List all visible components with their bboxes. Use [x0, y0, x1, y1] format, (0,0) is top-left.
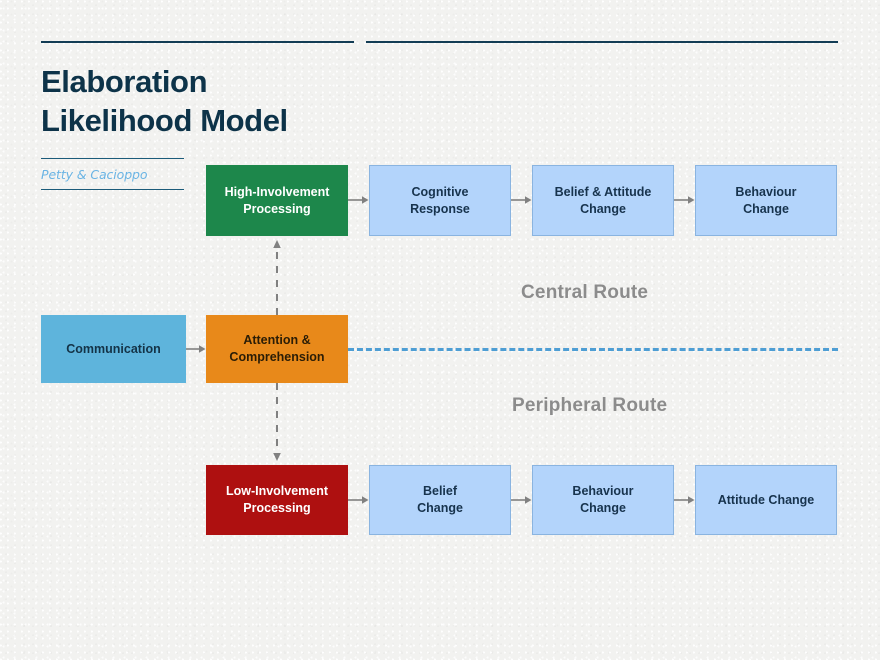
subtitle-rule-bottom	[41, 189, 184, 190]
node-belief-attitude-change[interactable]: Belief & Attitude Change	[532, 165, 674, 236]
subtitle-rule-top	[41, 158, 184, 159]
node-attention-comprehension[interactable]: Attention & Comprehension	[206, 315, 348, 383]
title-block: Elaboration Likelihood Model	[41, 62, 371, 140]
node-low-involvement-processing[interactable]: Low-Involvement Processing	[206, 465, 348, 535]
node-belief-change[interactable]: Belief Change	[369, 465, 511, 535]
arrow-high-involvement-to-cognitive-response	[348, 194, 369, 206]
arrow-behaviour-change-to-attitude-change	[674, 494, 695, 506]
arrow-belief-attitude-change-to-behaviour-change	[674, 194, 695, 206]
node-behaviour-change-peripheral[interactable]: Behaviour Change	[532, 465, 674, 535]
route-divider-line	[348, 348, 838, 351]
subtitle-authors: Petty & Cacioppo	[41, 167, 148, 182]
node-cognitive-response[interactable]: Cognitive Response	[369, 165, 511, 236]
arrow-belief-change-to-behaviour-change	[511, 494, 532, 506]
node-communication[interactable]: Communication	[41, 315, 186, 383]
header-rule-left	[41, 41, 354, 43]
node-attitude-change[interactable]: Attitude Change	[695, 465, 837, 535]
arrow-communication-to-attention-comprehension	[186, 343, 206, 355]
node-high-involvement-processing[interactable]: High-Involvement Processing	[206, 165, 348, 236]
header-rule-right	[366, 41, 838, 43]
arrow-attention-comprehension-to-low-involvement	[271, 383, 283, 465]
arrow-attention-comprehension-to-high-involvement	[271, 236, 283, 315]
subtitle-block: Petty & Cacioppo	[41, 158, 184, 190]
arrow-low-involvement-to-belief-change	[348, 494, 369, 506]
arrow-cognitive-response-to-belief-attitude-change	[511, 194, 532, 206]
peripheral-route-label: Peripheral Route	[512, 395, 668, 416]
node-behaviour-change-central[interactable]: Behaviour Change	[695, 165, 837, 236]
central-route-label: Central Route	[521, 282, 649, 303]
page-title: Elaboration Likelihood Model	[41, 64, 288, 139]
